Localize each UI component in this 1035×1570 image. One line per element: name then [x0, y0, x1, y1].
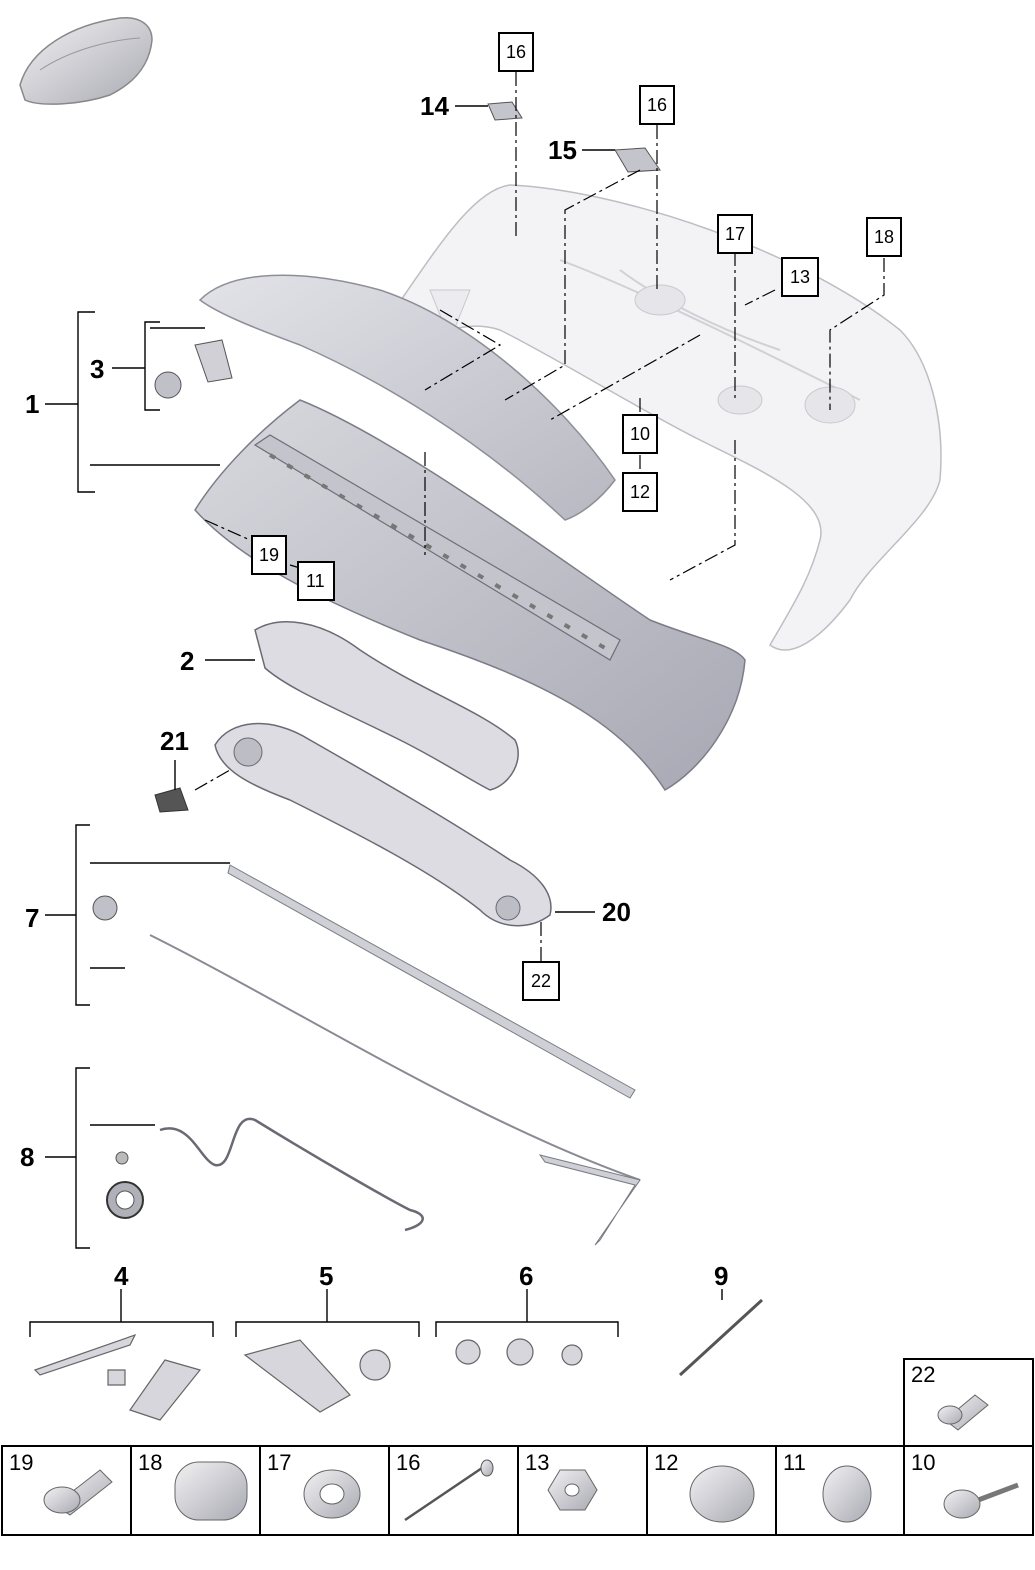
spoiler-blade	[198, 274, 616, 521]
grid-label-18: 18	[138, 1450, 162, 1475]
callout-8: 8	[20, 1142, 34, 1172]
vehicle-thumbnail-icon	[19, 17, 153, 105]
grid-label-19: 19	[9, 1450, 33, 1475]
boxed-ref-19: 19	[251, 535, 287, 575]
boxed-ref-12: 12	[622, 472, 658, 512]
svg-text:16: 16	[506, 42, 526, 62]
bracket-upper	[254, 621, 519, 791]
grid-label-13: 13	[525, 1450, 549, 1475]
svg-text:10: 10	[630, 424, 650, 444]
part-13-nut-icon	[547, 1469, 598, 1511]
callout-21: 21	[160, 726, 189, 756]
svg-text:19: 19	[259, 545, 279, 565]
part-10-bolt-icon	[943, 1482, 1019, 1519]
grid-label-17: 17	[267, 1450, 291, 1475]
bracket-lower	[214, 722, 552, 927]
boxed-ref-10: 10	[622, 414, 658, 454]
boxed-ref-11: 11	[297, 561, 335, 601]
boxed-ref-18: 18	[866, 217, 902, 257]
svg-text:13: 13	[790, 267, 810, 287]
boxed-ref-17: 17	[717, 214, 753, 254]
boxed-ref-22: 22	[522, 961, 560, 1001]
part-18-cap-icon	[174, 1461, 248, 1521]
grid-label-11: 11	[783, 1450, 806, 1475]
callout-20: 20	[602, 897, 631, 927]
callout-6: 6	[519, 1261, 533, 1291]
callout-5: 5	[319, 1261, 333, 1291]
leader-lines	[29, 105, 723, 1337]
boxed-ref-13: 13	[781, 257, 819, 297]
svg-text:22: 22	[531, 971, 551, 991]
grid-label-10: 10	[911, 1450, 935, 1475]
part-5-items	[243, 1339, 391, 1413]
callout-7: 7	[25, 903, 39, 933]
part-22-bolt-icon	[937, 1394, 989, 1431]
part-16-rivet-icon	[404, 1459, 494, 1522]
rod-9	[678, 1298, 764, 1377]
svg-text:11: 11	[306, 571, 325, 591]
svg-text:16: 16	[647, 95, 667, 115]
small-clip-21	[154, 787, 189, 813]
callout-3: 3	[90, 354, 104, 384]
part-12-plug-icon	[689, 1465, 755, 1523]
boxed-ref-16b: 16	[639, 85, 675, 125]
callout-4: 4	[114, 1261, 129, 1291]
wiring-harness	[159, 1117, 424, 1232]
svg-text:18: 18	[874, 227, 894, 247]
bracket-14	[487, 101, 523, 121]
part-6-items	[455, 1338, 583, 1366]
seal-strip-lower	[538, 1154, 641, 1246]
seal-wire	[149, 934, 641, 1181]
part-17-grommet-icon	[303, 1469, 361, 1519]
svg-text:17: 17	[725, 224, 745, 244]
callout-2: 2	[180, 646, 194, 676]
nut-plate-3	[194, 339, 233, 383]
callout-15: 15	[548, 135, 577, 165]
part-11-plug-icon	[822, 1465, 872, 1523]
bracket-15	[614, 147, 661, 173]
clip-nut	[115, 1151, 129, 1165]
svg-text:12: 12	[630, 482, 650, 502]
parts-grid	[1, 1358, 1034, 1536]
part-19-bolt-icon	[43, 1469, 113, 1516]
callout-14: 14	[420, 91, 449, 121]
spoiler-body	[194, 399, 746, 792]
part-4-items	[33, 1333, 202, 1421]
callout-1: 1	[25, 389, 39, 419]
grid-label-12: 12	[654, 1450, 678, 1475]
grid-label-16: 16	[396, 1450, 420, 1475]
bolt-7	[92, 895, 118, 921]
bolt-3	[154, 371, 182, 399]
seal-strip	[227, 864, 636, 1099]
boxed-ref-16a: 16	[498, 32, 534, 72]
grid-label-22: 22	[911, 1362, 935, 1387]
callout-9: 9	[714, 1261, 728, 1291]
